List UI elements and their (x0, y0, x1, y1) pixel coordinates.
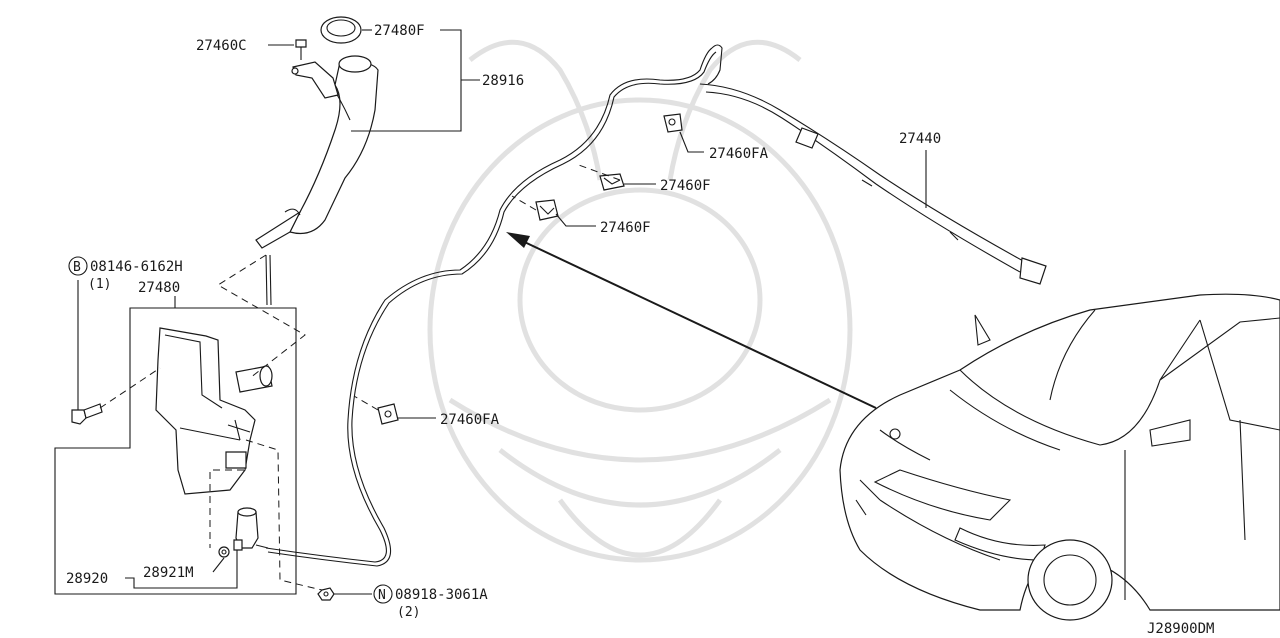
leader-27460F-2 (555, 213, 596, 227)
leader-28920 (125, 550, 238, 589)
label-08146-6162H: 08146-6162H (90, 259, 183, 275)
label-28916: 28916 (482, 73, 524, 89)
label-08918-qty: (2) (397, 605, 420, 620)
b-symbol-circle (68, 256, 88, 276)
mounting-bolt (71, 280, 103, 425)
label-27440: 27440 (899, 131, 941, 147)
dash-clip-2 (511, 195, 537, 211)
label-08146-prefix: B (73, 260, 81, 275)
clip-27460FA-top (663, 113, 683, 133)
bracket-bolt (291, 39, 339, 99)
assembly-dash-lines (99, 254, 323, 591)
n-symbol-circle (373, 584, 393, 604)
label-08918-3061A: 08918-3061A (395, 587, 488, 603)
label-27460FA-top: 27460FA (709, 146, 769, 162)
washer-pump (233, 507, 269, 551)
label-27480F: 27480F (374, 23, 425, 39)
diagram-code: J28900DM (1147, 621, 1214, 637)
vehicle-illustration (839, 293, 1280, 621)
clip-27460F-1 (599, 173, 625, 191)
leader-28921M (212, 557, 225, 573)
hex-nut (317, 587, 335, 601)
grommet (218, 546, 230, 558)
location-arrow (506, 232, 877, 409)
washer-hose (265, 44, 723, 567)
dash-clip-1 (575, 163, 621, 181)
nozzle-hose-27440 (699, 83, 1047, 285)
label-28921M: 28921M (143, 565, 194, 581)
clip-27460FA-mid (377, 403, 399, 425)
dash-clip-mid (353, 395, 379, 411)
label-28920: 28920 (66, 571, 108, 587)
label-27460FA-mid: 27460FA (440, 412, 500, 428)
label-27460F-2: 27460F (600, 220, 651, 236)
filler-pipe (255, 55, 379, 306)
label-27460F-1: 27460F (660, 178, 711, 194)
label-08146-qty: (1) (88, 277, 111, 292)
group-box-27480 (54, 307, 297, 595)
label-27480: 27480 (138, 280, 180, 296)
clip-27460F-2 (535, 199, 559, 221)
filler-cap (320, 16, 362, 44)
washer-reservoir (155, 327, 273, 495)
label-27460C: 27460C (196, 38, 247, 54)
leader-27460FA-top (679, 131, 704, 153)
watermark-emblem (427, 39, 853, 563)
label-08918-prefix: N (378, 588, 386, 603)
